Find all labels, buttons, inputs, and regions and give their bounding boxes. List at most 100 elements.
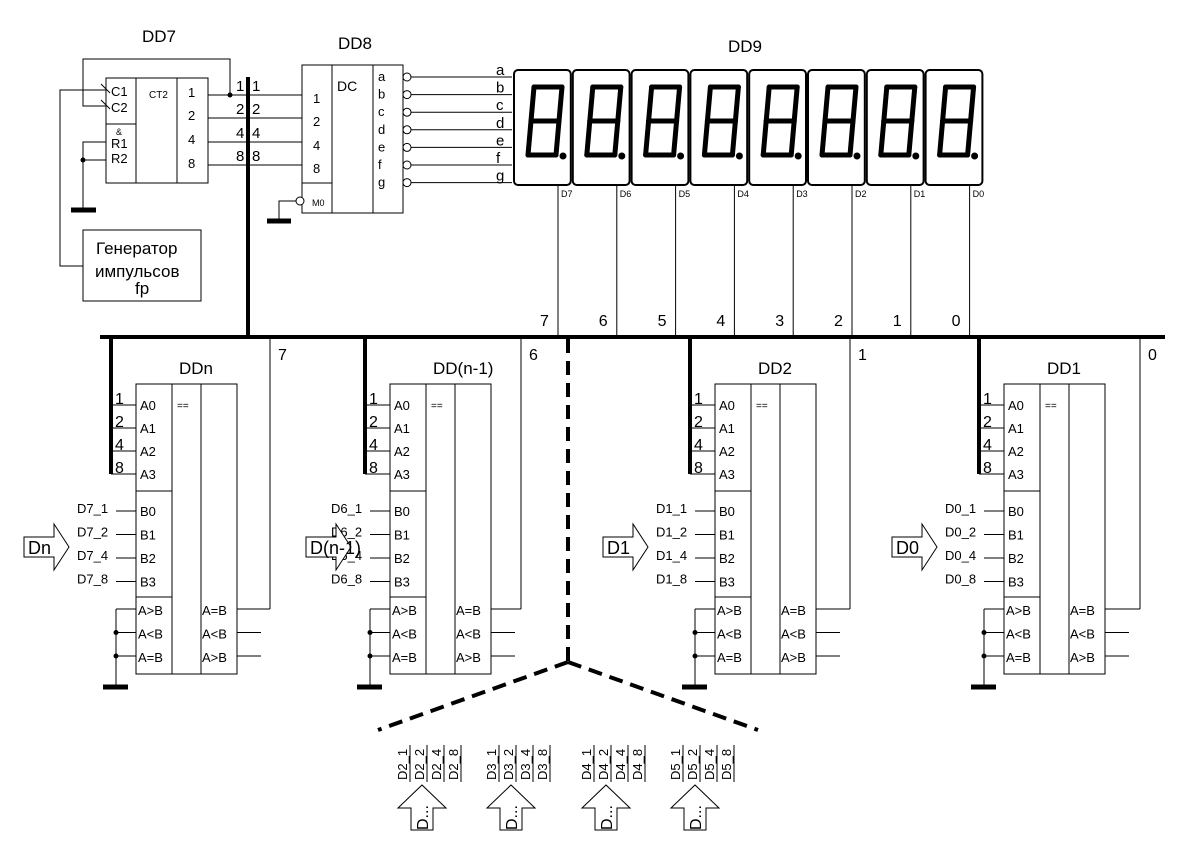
output-A>B: A>B: [456, 650, 481, 665]
b-input-label-D0_8: D0_8: [945, 572, 976, 587]
dd8-out-g: g: [378, 175, 385, 190]
pin-B0: B0: [719, 504, 735, 519]
segment-line-label-c: c: [496, 97, 504, 114]
seg-f: [940, 84, 949, 124]
seg-c: [671, 118, 680, 158]
bus-line-number-2: 2: [834, 313, 843, 330]
comparator-func: ==: [756, 401, 768, 412]
dd8-out-c: c: [378, 104, 385, 119]
comparator-func: ==: [431, 401, 443, 412]
omitted-data-arrow-label: D...: [599, 805, 616, 830]
dd8-in-8: 8: [313, 161, 320, 176]
seg-e: [584, 118, 593, 158]
output-A>B: A>B: [202, 650, 227, 665]
seg-dp: [912, 152, 920, 160]
dd8-out-e: e: [378, 139, 385, 154]
seg-dp: [735, 152, 743, 160]
data-input-arrow: [891, 522, 938, 572]
bus-weight-2: 2: [983, 414, 992, 431]
dd8-in-4: 4: [313, 138, 320, 153]
omitted-data-arrow-label: D...: [688, 805, 705, 830]
dd8-out-inversion: [402, 125, 412, 135]
seg-c: [965, 118, 974, 158]
pin-A3: A3: [140, 467, 156, 482]
dd7-c2-dynamic-mark: [100, 99, 111, 110]
seg-c: [553, 118, 562, 158]
seven-segment-digit: [584, 84, 626, 160]
dd8-out-a: a: [378, 69, 386, 84]
cascade-in-A>B: A>B: [1006, 603, 1031, 618]
seg-b: [732, 84, 741, 124]
cascade-in-A<B: A<B: [1006, 627, 1031, 642]
dd8-out-inversion: [402, 107, 412, 117]
dd8-title: DD8: [338, 34, 372, 53]
dd7-c1-dynamic-mark: [100, 83, 111, 94]
omitted-data-arrow: [669, 784, 721, 831]
bus-line-number-5: 5: [658, 313, 667, 330]
generator-body: [82, 229, 202, 302]
pin-B1: B1: [719, 528, 735, 543]
generator-label-fp: fp: [135, 279, 149, 298]
bus-weight-1: 1: [369, 391, 378, 408]
output-A<B: A<B: [1070, 627, 1095, 642]
dd8-in-1: 1: [313, 91, 320, 106]
comparator-bus-number: 7: [278, 347, 287, 364]
comparator-body: [135, 383, 238, 675]
digit-label-D5: D5: [679, 189, 691, 199]
pin-A0: A0: [1008, 398, 1024, 413]
cascade-in-A>B: A>B: [717, 603, 742, 618]
dd8-enable-wire: [278, 200, 296, 220]
junction-dot: [227, 92, 233, 98]
comparator-title: DD1: [1047, 359, 1081, 378]
bus-weight-2: 2: [115, 414, 124, 431]
omitted-data-label-D2_8: D2_8: [446, 749, 461, 780]
output-A>B: A>B: [781, 650, 806, 665]
dd8-out-d: d: [378, 122, 385, 137]
bus-label-2b: 2: [252, 101, 260, 118]
b-input-label-D1_2: D1_2: [656, 525, 687, 540]
seg-f: [646, 84, 655, 124]
dd8-out-inversion: [402, 90, 412, 100]
data-input-arrow-label: D1: [607, 538, 630, 558]
dd9-title: DD9: [728, 37, 762, 56]
b-input-label-D0_2: D0_2: [945, 525, 976, 540]
dd7-reset-wire: [82, 141, 106, 210]
b-input-label-D0_1: D0_1: [945, 501, 976, 516]
b-input-label-D0_4: D0_4: [945, 548, 976, 563]
seven-segment-digit: [643, 84, 685, 160]
pin-B0: B0: [140, 504, 156, 519]
pin-A1: A1: [719, 421, 735, 436]
seg-dp: [971, 152, 979, 160]
seg-b: [615, 84, 624, 124]
dd8-out-inversion: [402, 142, 412, 152]
dd7-body: [105, 77, 209, 184]
seg-e: [643, 118, 652, 158]
dd8-body: [301, 64, 404, 214]
bus-weight-4: 4: [115, 437, 124, 454]
comparator-bus-number: 1: [858, 347, 867, 364]
generator-label-1: Генератор: [96, 239, 177, 258]
seg-b: [674, 84, 683, 124]
dd8-out-inversion: [402, 178, 412, 188]
seg-b: [968, 84, 977, 124]
comparator-title: DDn: [179, 359, 213, 378]
junction-dot: [80, 157, 86, 163]
output-A<B: A<B: [781, 627, 806, 642]
generator-clock-wire: [59, 89, 106, 267]
bus-weight-8: 8: [115, 460, 124, 477]
dd7-pin-r2: R2: [111, 151, 128, 166]
bus-label-8: 8: [236, 148, 244, 165]
pin-A0: A0: [394, 398, 410, 413]
output-A=B: A=B: [456, 603, 481, 618]
pin-A3: A3: [394, 467, 410, 482]
data-input-arrow: [23, 522, 70, 572]
cascade-in-A=B: A=B: [392, 650, 417, 665]
segment-line-label-g: g: [496, 168, 504, 185]
seg-f: [587, 84, 596, 124]
pin-B0: B0: [394, 504, 410, 519]
digit-label-D7: D7: [561, 189, 573, 199]
seg-e: [819, 118, 828, 158]
